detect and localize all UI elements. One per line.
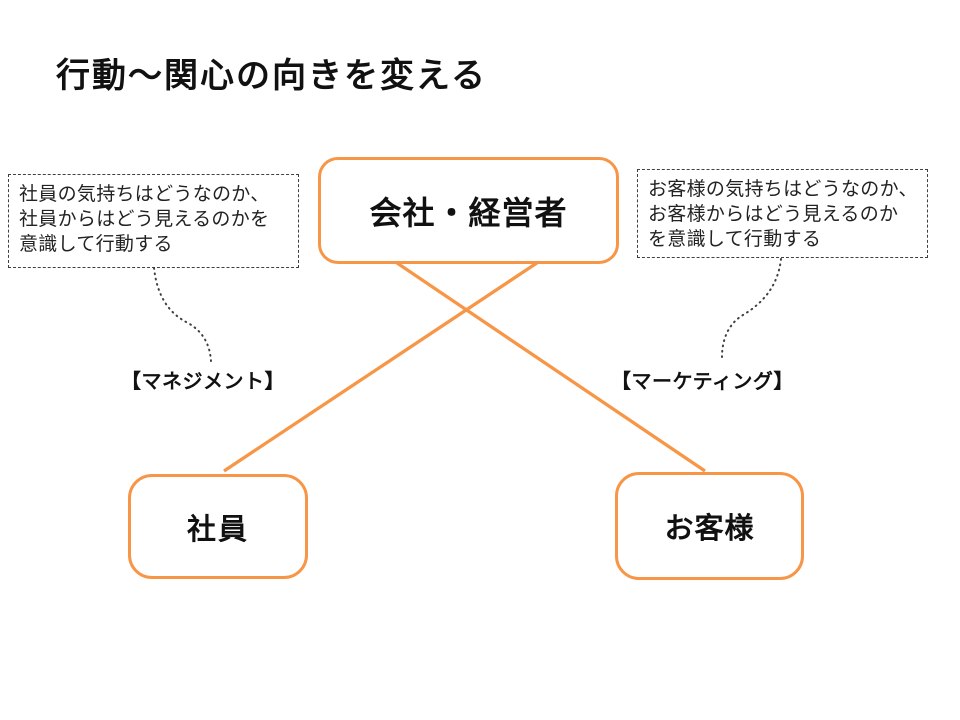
employee-box: 社員 [128,474,308,579]
connector-note-employee [153,267,212,362]
note-employee: 社員の気持ちはどうなのか、 社員からはどう見えるのかを 意識して行動する [8,174,299,268]
slide-title: 行動～関心の向きを変える [56,57,487,95]
note-customer: お客様の気持ちはどうなのか、 お客様からはどう見えるのか を意識して行動する [637,169,928,258]
customer-box: お客様 [615,472,804,580]
employee-label: 社員 [186,513,249,546]
connector-note-customer [721,258,782,358]
company-label: 会社・経営者 [369,194,568,231]
label-marketing: 【マーケティング】 [611,371,794,393]
label-management: 【マネジメント】 [121,371,285,393]
customer-label: お客様 [664,513,755,545]
company-box: 会社・経営者 [318,157,619,264]
